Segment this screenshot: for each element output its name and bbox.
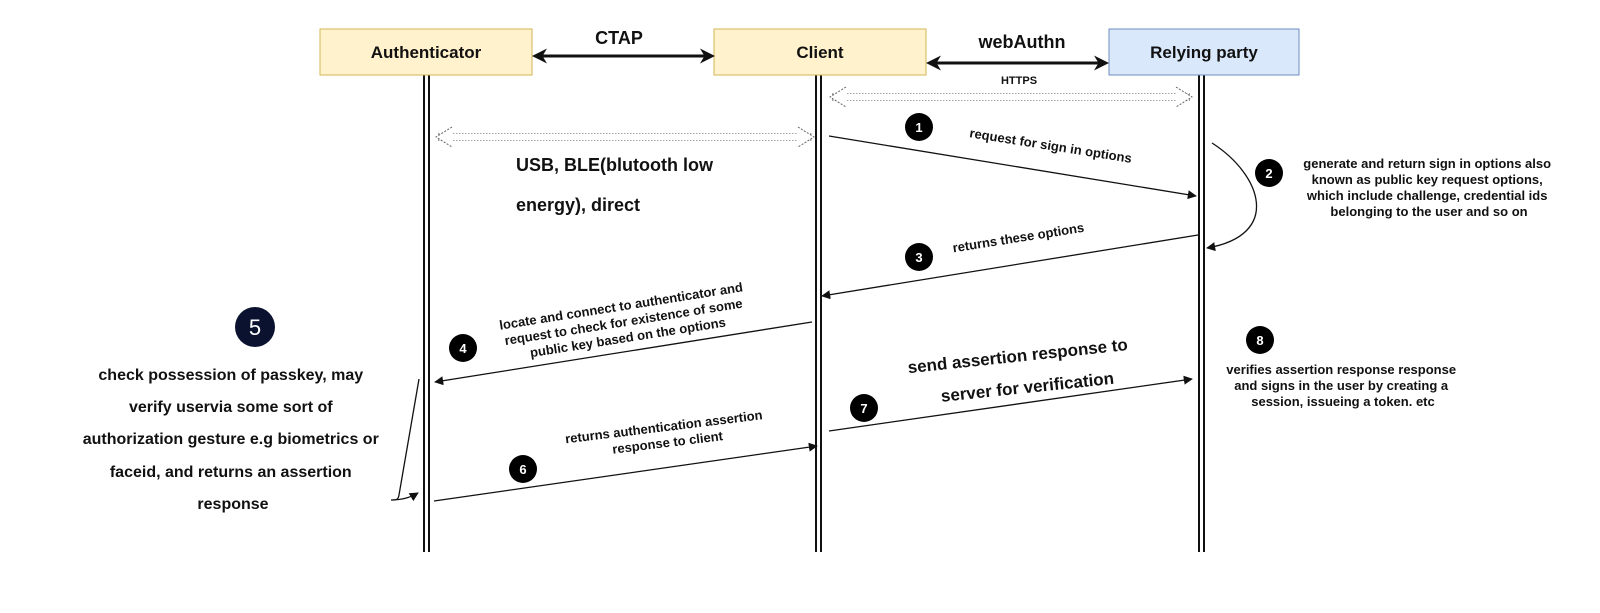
step4-arrow [434,321,813,386]
step3-number: 3 [915,250,922,265]
step1-text: request for sign in options [969,125,1133,165]
step5-text-line1: check possession of passkey, may [98,367,363,384]
webauthn-label: webAuthn [978,32,1066,52]
step5-text: check possession of passkey, may verify … [83,367,384,513]
step5-text-line3: authorization gesture e.g biometrics or [83,431,379,448]
step7-text: send assertion response to server for ve… [907,335,1137,409]
participant-client: Client [713,28,927,76]
participant-authenticator-label: Authenticator [371,43,482,62]
lifeline-relying-party [1198,75,1205,552]
usb-label-line1: USB, BLE(blutooth low [516,155,714,175]
step4-badge [449,334,477,362]
step7-number: 7 [860,401,867,416]
step8-number: 8 [1256,333,1263,348]
step7-arrow [828,375,1193,432]
step2-text-line3: which include challenge, credential ids [1306,188,1548,203]
lifeline-authenticator [423,75,430,552]
step2-text-line1: generate and return sign in options also [1303,156,1551,171]
step5-text-line5: response [197,496,268,513]
participant-relying-party: Relying party [1108,28,1300,76]
step6-number: 6 [519,462,526,477]
step6-text: returns authentication assertion respons… [564,407,769,462]
ctap-label: CTAP [595,28,643,48]
step5-text-line4: faceid, and returns an assertion [110,464,352,481]
step5-number: 5 [249,315,261,340]
step8-text-line3: session, issueing a token. etc [1251,394,1435,409]
https-label: HTTPS [1001,75,1037,87]
step3-badge [905,243,933,271]
step2-text-line2: known as public key request options, [1312,172,1543,187]
step1-number: 1 [915,120,922,135]
step8-badge [1246,326,1274,354]
step2-loop-arrow [1206,142,1258,252]
step2-number: 2 [1265,166,1272,181]
step8-text: verifies assertion response response and… [1226,362,1459,409]
step2-text-line4: belonging to the user and so on [1330,204,1527,219]
step2-text: generate and return sign in options also… [1303,156,1554,219]
https-arrowhead-right [1175,86,1193,108]
step2-badge [1255,159,1283,187]
https-arrowhead-left [829,86,847,108]
step5-loop-arrow [390,378,420,502]
step8-text-line1: verifies assertion response response [1226,362,1456,377]
step8-text-line2: and signs in the user by creating a [1234,378,1449,393]
step5-badge [235,307,275,347]
step7-text-line2: server for verification [940,369,1115,406]
usb-label-line2: energy), direct [516,195,640,215]
participant-authenticator: Authenticator [319,28,533,76]
step6-badge [509,455,537,483]
svg-text:send assertion response to: send assertion response to server for ve… [907,335,1137,409]
step3-arrow [821,234,1199,300]
step6-arrow [433,442,818,502]
step3-text: returns these options [951,220,1085,256]
step7-badge [850,394,878,422]
lifeline-client [815,75,822,552]
participant-client-label: Client [796,43,844,62]
step1-arrow [828,135,1197,200]
svg-text:returns authentication asserti: returns authentication assertion respons… [564,407,769,462]
step1-badge [905,113,933,141]
step5-text-line2: verify uservia some sort of [129,399,333,416]
step4-number: 4 [459,341,467,356]
participant-relying-party-label: Relying party [1150,43,1258,62]
